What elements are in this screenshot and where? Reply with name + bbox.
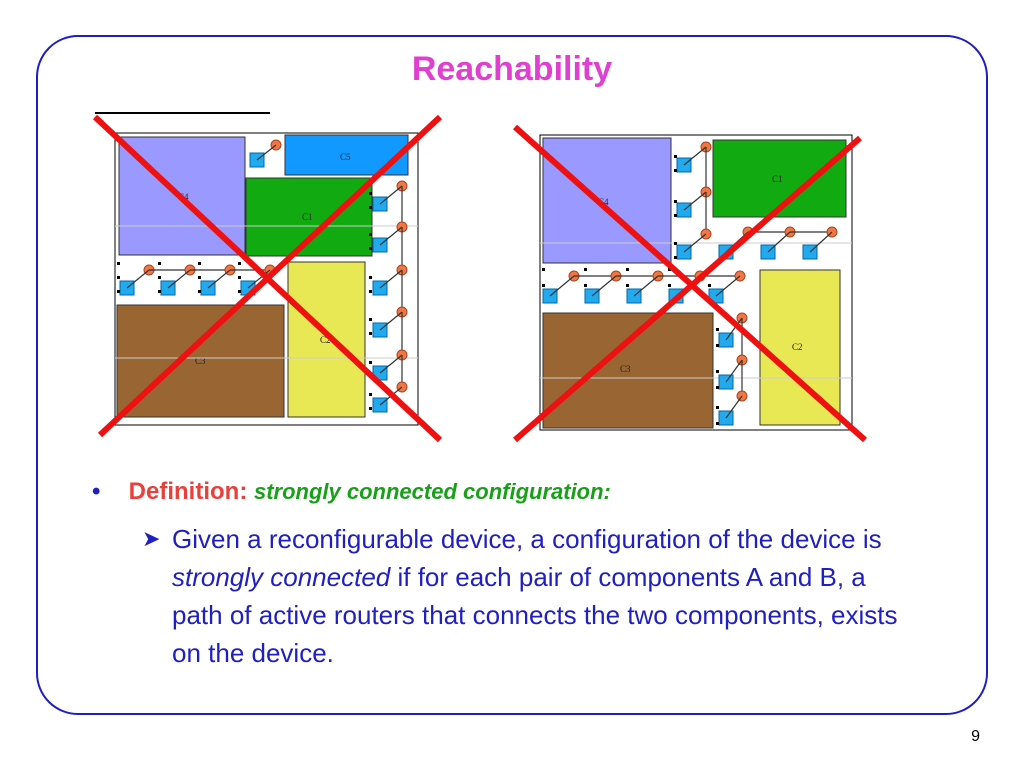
right-block-c2 xyxy=(759,269,841,426)
definition-term: strongly connected configuration: xyxy=(253,479,611,504)
grid-dot xyxy=(369,290,372,293)
left-cross-line-2 xyxy=(97,114,443,438)
grid-dot xyxy=(716,328,719,331)
router-link xyxy=(683,233,707,253)
router-link xyxy=(767,231,791,253)
router-link xyxy=(379,354,403,374)
grid-dot xyxy=(369,247,372,250)
grid-dot xyxy=(158,290,161,293)
right-label-c2: C2 xyxy=(792,342,803,352)
right-configuration-diagram: C4 C1 C3 C2 xyxy=(513,124,867,443)
grid-dot xyxy=(198,262,201,265)
grid-dot xyxy=(584,268,587,271)
grid-dot xyxy=(674,200,677,203)
definition-text-part-2: if for each pair of components A and B, … xyxy=(172,562,898,668)
grid-dot xyxy=(674,256,677,259)
definition-text-part-1: Given a reconfigurable device, a configu… xyxy=(172,524,882,554)
grid-dot xyxy=(674,155,677,158)
bullet-dot-icon: • xyxy=(92,478,101,505)
right-label-c3: C3 xyxy=(620,364,631,374)
grid-dot xyxy=(716,406,719,409)
grid-dot xyxy=(117,290,120,293)
grid-dot xyxy=(542,284,545,287)
grid-dot xyxy=(626,268,629,271)
grid-dot xyxy=(117,262,120,265)
grid-dot xyxy=(674,214,677,217)
router-link xyxy=(715,275,741,297)
grid-dot xyxy=(198,290,201,293)
definition-text: Given a reconfigurable device, a configu… xyxy=(172,520,922,672)
grid-dot xyxy=(238,262,241,265)
grid-dot xyxy=(716,344,719,347)
left-block-c2 xyxy=(287,261,366,418)
grid-dot xyxy=(369,318,372,321)
router-link xyxy=(379,311,403,331)
grid-dot xyxy=(542,268,545,271)
grid-dot xyxy=(626,284,629,287)
definition-sub-bullet: ➤ Given a reconfigurable device, a confi… xyxy=(142,520,922,672)
left-label-c1: C1 xyxy=(302,212,313,222)
grid-dot xyxy=(708,284,711,287)
router-link xyxy=(725,317,743,341)
slide-title: Reachability xyxy=(411,50,613,88)
router-link xyxy=(549,275,575,297)
grid-dot xyxy=(369,276,372,279)
router-link xyxy=(591,275,617,297)
grid-dot xyxy=(716,422,719,425)
page-number: 9 xyxy=(971,728,980,745)
router-link xyxy=(379,269,403,289)
router-link xyxy=(126,269,150,289)
grid-dot xyxy=(668,268,671,271)
router-link xyxy=(207,269,231,289)
grid-dot xyxy=(238,276,241,279)
router-link xyxy=(379,185,403,205)
left-router-network xyxy=(117,139,408,413)
router-link xyxy=(247,269,271,289)
arrow-bullet-icon: ➤ xyxy=(142,526,161,551)
grid-dot xyxy=(369,206,372,209)
router-link xyxy=(725,359,743,383)
grid-dot xyxy=(238,290,241,293)
grid-dot xyxy=(369,407,372,410)
grid-dot xyxy=(369,393,372,396)
router-link xyxy=(379,226,403,246)
router-link xyxy=(809,231,833,253)
left-label-c5: C5 xyxy=(340,152,351,162)
grid-dot xyxy=(716,370,719,373)
grid-dot xyxy=(117,276,120,279)
grid-dot xyxy=(369,192,372,195)
left-label-c3: C3 xyxy=(195,356,206,366)
grid-dot xyxy=(158,276,161,279)
router-link xyxy=(683,191,707,211)
grid-dot xyxy=(674,242,677,245)
right-block-c1 xyxy=(712,139,847,218)
slide-frame xyxy=(36,35,988,715)
grid-dot xyxy=(668,284,671,287)
right-cross-line-2 xyxy=(513,135,862,443)
definition-label: Definition: xyxy=(128,478,248,505)
grid-dot xyxy=(369,332,372,335)
right-block-c3 xyxy=(542,312,714,429)
grid-dot xyxy=(198,276,201,279)
grid-dot xyxy=(158,262,161,265)
right-label-c1: C1 xyxy=(772,174,783,184)
right-label-c4: C4 xyxy=(598,197,609,207)
grid-dot xyxy=(674,169,677,172)
router-link xyxy=(256,144,277,161)
grid-dot xyxy=(369,233,372,236)
definition-bullet: • Definition: strongly connected configu… xyxy=(92,478,611,506)
router-link xyxy=(167,269,191,289)
router-link xyxy=(683,146,707,166)
router-link xyxy=(633,275,659,297)
right-block-c4 xyxy=(542,137,672,264)
grid-dot xyxy=(716,386,719,389)
grid-dot xyxy=(369,361,372,364)
router-link xyxy=(725,395,743,419)
grid-dot xyxy=(584,284,587,287)
definition-emphasis: strongly connected xyxy=(172,562,391,592)
left-label-c2: C2 xyxy=(320,335,331,345)
left-configuration-diagram: C4 C5 C1 C3 C2 xyxy=(92,112,443,443)
left-block-c3 xyxy=(116,304,285,418)
